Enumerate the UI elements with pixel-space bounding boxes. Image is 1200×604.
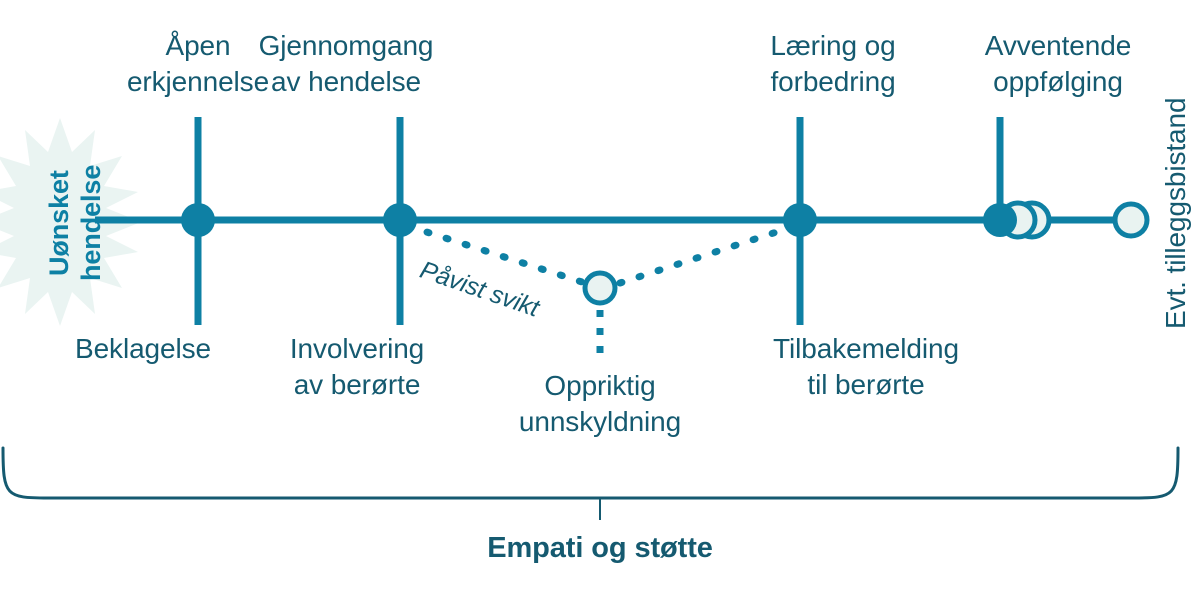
branch-line-out [616,222,799,287]
node-2-top-label: Gjennomgang av hendelse [258,30,434,97]
bracket-label: Empati og støtte [487,532,713,564]
node-3-bottom-label: Tilbakemelding til berørte [773,333,959,400]
node-3-top-label: Læring og forbedring [770,30,896,97]
starburst-shape [0,118,141,326]
node-1-dot[interactable] [181,203,215,237]
node-2-bottom-label: Involvering av berørte [289,333,425,400]
continuation-node-dot[interactable] [1112,201,1150,239]
continuation-node-label: Evt. tilleggsbistand [1160,97,1191,329]
node-3-dot[interactable] [783,203,817,237]
node-1-top-label: Åpen erkjennelse [126,30,270,97]
branch-node-label: Oppriktig unnskyldning [518,370,682,437]
node-4-top-label: Avventende oppfølging [984,30,1132,97]
node-1-bottom-label: Beklagelse [75,333,211,364]
branch-node-dot[interactable] [582,270,618,306]
node-2-dot[interactable] [383,203,417,237]
node-4-dot[interactable] [983,203,1017,237]
bracket-shape [1,446,1180,500]
event-badge-label: Uønsket hendelse [44,164,106,282]
